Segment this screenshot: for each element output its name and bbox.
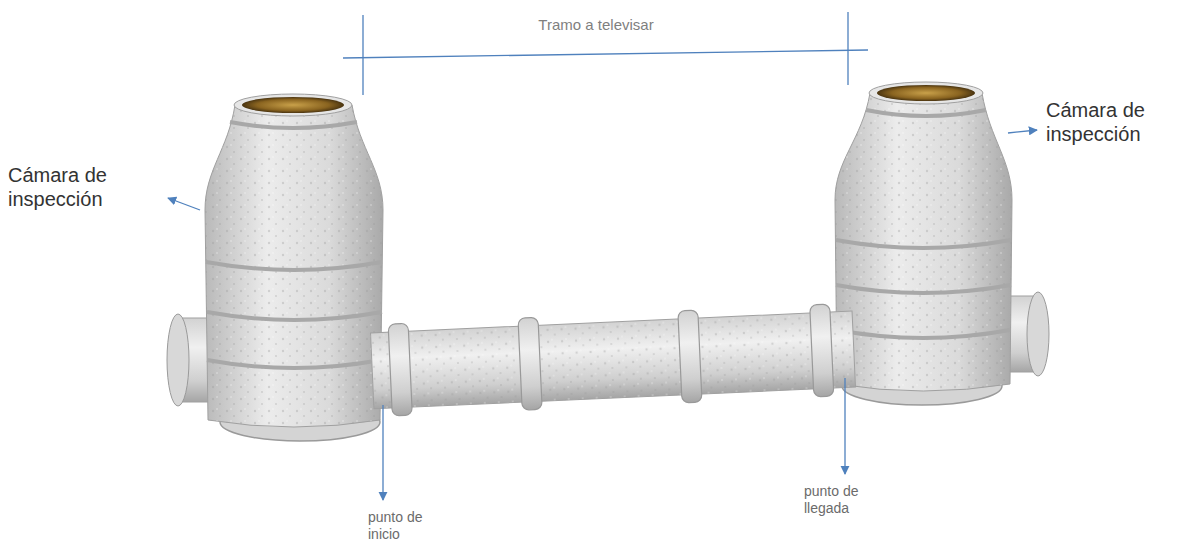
leader-arrow [844, 378, 845, 474]
pipe-collar [518, 317, 542, 410]
ring [837, 330, 1010, 338]
manhole-rings [836, 110, 1011, 338]
stub-collar [167, 314, 189, 406]
leader-arrow [168, 198, 200, 210]
ring [836, 285, 1011, 293]
pipe-collar [810, 304, 834, 397]
leader-arrow [1008, 130, 1037, 133]
ring [866, 110, 986, 116]
leader-lines [168, 130, 1037, 500]
pipe-collars [388, 304, 834, 416]
dimension-line [343, 50, 868, 58]
manhole-texture [835, 93, 1012, 391]
ring [206, 262, 382, 270]
manhole-rings [206, 122, 382, 368]
ring [836, 240, 1011, 248]
manhole-right [835, 82, 1049, 405]
point-label: punto de llegada [804, 483, 894, 517]
pipe-collar [678, 310, 702, 403]
manhole-opening [242, 97, 344, 113]
pipe-collar [388, 323, 412, 416]
leader-arrow [382, 405, 383, 500]
manhole-rim [869, 82, 983, 104]
dimension-tick [362, 15, 363, 95]
ring [207, 312, 382, 320]
point-label: punto de inicio [368, 509, 448, 543]
ring [230, 122, 357, 128]
dimension-tick [847, 12, 848, 85]
ring [207, 360, 381, 368]
part-label: Cámara de inspección [1046, 98, 1196, 146]
part-label: Cámara de inspección [8, 163, 158, 211]
sewer-pipe [370, 303, 856, 417]
manhole-rim [234, 94, 352, 116]
dimension-line [343, 12, 868, 95]
manhole-texture [205, 105, 383, 427]
dimension-label: Tramo a televisar [486, 16, 706, 34]
manhole-opening [877, 85, 975, 101]
manhole-body [205, 105, 383, 427]
pipe-body [371, 311, 856, 409]
manhole-body [835, 93, 1012, 391]
pipe-texture [371, 311, 856, 409]
stub-collar [1027, 292, 1049, 376]
manhole-left [167, 94, 383, 441]
